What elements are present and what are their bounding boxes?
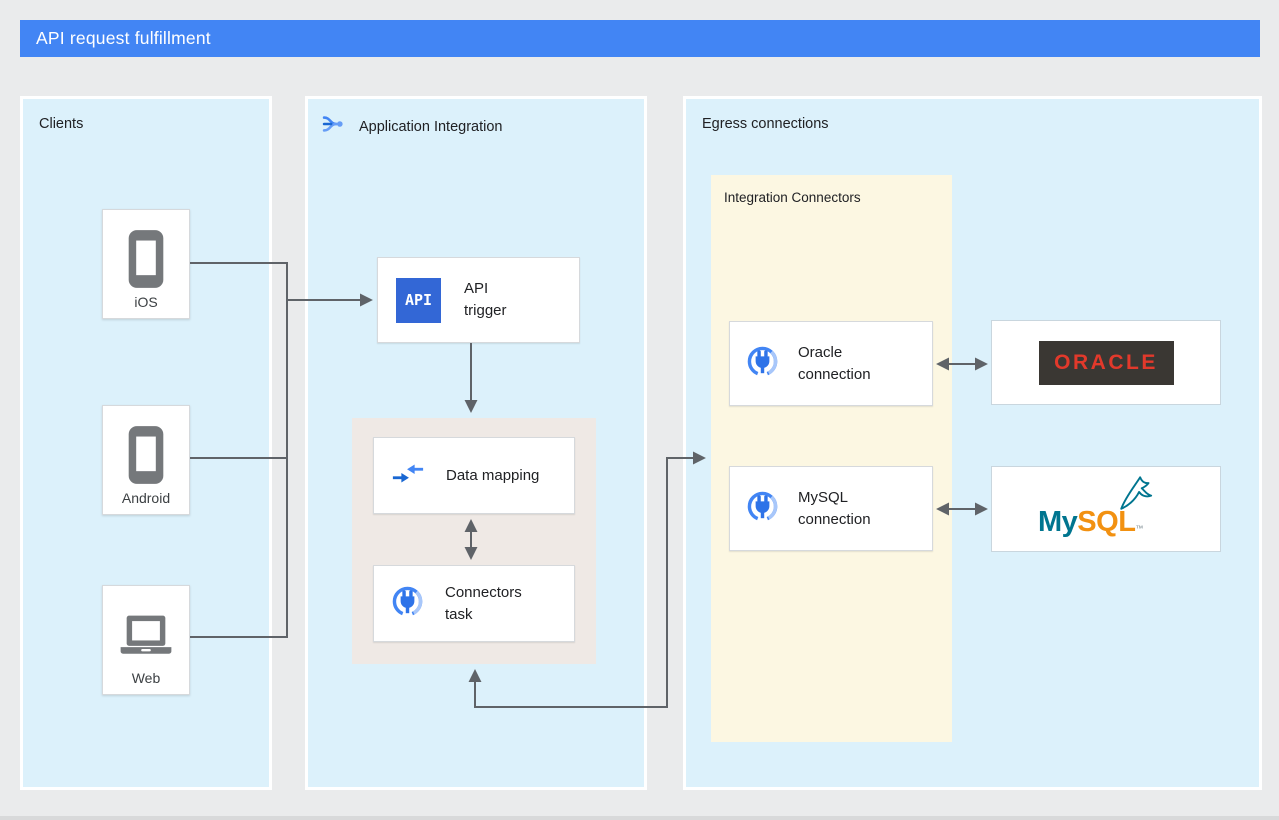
application-integration-icon bbox=[320, 110, 348, 143]
client-node-ios: iOS bbox=[102, 209, 190, 319]
api-badge-text: API bbox=[404, 291, 433, 309]
oracle-connection-label: Oracle connection bbox=[798, 343, 871, 383]
smartphone-icon bbox=[123, 420, 169, 490]
application-integration-panel: Application Integration API API trigger … bbox=[305, 96, 647, 790]
task-group-box: Data mapping bbox=[352, 418, 596, 664]
client-node-android: Android bbox=[102, 405, 190, 515]
oracle-database-node: ORACLE bbox=[991, 320, 1221, 405]
integration-connectors-box: Integration Connectors bbox=[711, 175, 952, 742]
api-trigger-icon: API bbox=[396, 277, 441, 323]
data-mapping-icon bbox=[391, 461, 425, 491]
client-node-label: Web bbox=[131, 670, 161, 686]
client-node-label: iOS bbox=[134, 294, 158, 310]
connector-plug-icon bbox=[746, 345, 779, 383]
oracle-connection-node: Oracle connection bbox=[729, 321, 933, 406]
client-node-label: Android bbox=[121, 490, 171, 506]
mysql-connection-label: MySQL connection bbox=[798, 488, 871, 528]
connector-plug-icon bbox=[746, 490, 779, 528]
data-mapping-node: Data mapping bbox=[373, 437, 575, 514]
application-integration-header: Application Integration bbox=[320, 110, 503, 143]
integration-connectors-title: Integration Connectors bbox=[724, 190, 861, 205]
mysql-database-node: MySQL™ bbox=[991, 466, 1221, 552]
connectors-task-node: Connectors task bbox=[373, 565, 575, 642]
mysql-wordmark: MySQL™ bbox=[1038, 506, 1143, 538]
application-integration-title: Application Integration bbox=[359, 118, 503, 135]
egress-panel-title: Egress connections bbox=[702, 116, 829, 132]
data-mapping-label: Data mapping bbox=[446, 466, 540, 484]
connectors-task-label: Connectors task bbox=[445, 583, 522, 623]
mysql-connection-node: MySQL connection bbox=[729, 466, 933, 551]
smartphone-icon bbox=[123, 224, 169, 294]
connector-plug-icon bbox=[391, 585, 424, 623]
laptop-icon bbox=[117, 600, 175, 670]
mysql-logo: MySQL™ bbox=[1036, 473, 1176, 545]
client-node-web: Web bbox=[102, 585, 190, 695]
api-trigger-node: API API trigger bbox=[377, 257, 580, 343]
diagram-title: API request fulfillment bbox=[36, 28, 211, 48]
oracle-wordmark: ORACLE bbox=[1054, 350, 1158, 374]
bottom-edge-strip bbox=[0, 816, 1279, 820]
mysql-dolphin-icon bbox=[1116, 471, 1158, 520]
diagram-title-bar: API request fulfillment bbox=[20, 20, 1260, 57]
oracle-logo: ORACLE bbox=[1038, 340, 1174, 385]
clients-panel-title: Clients bbox=[39, 116, 84, 132]
clients-panel: Clients iOS Android bbox=[20, 96, 272, 790]
api-trigger-label: API trigger bbox=[464, 280, 507, 319]
egress-connections-panel: Egress connections Integration Connector… bbox=[683, 96, 1262, 790]
